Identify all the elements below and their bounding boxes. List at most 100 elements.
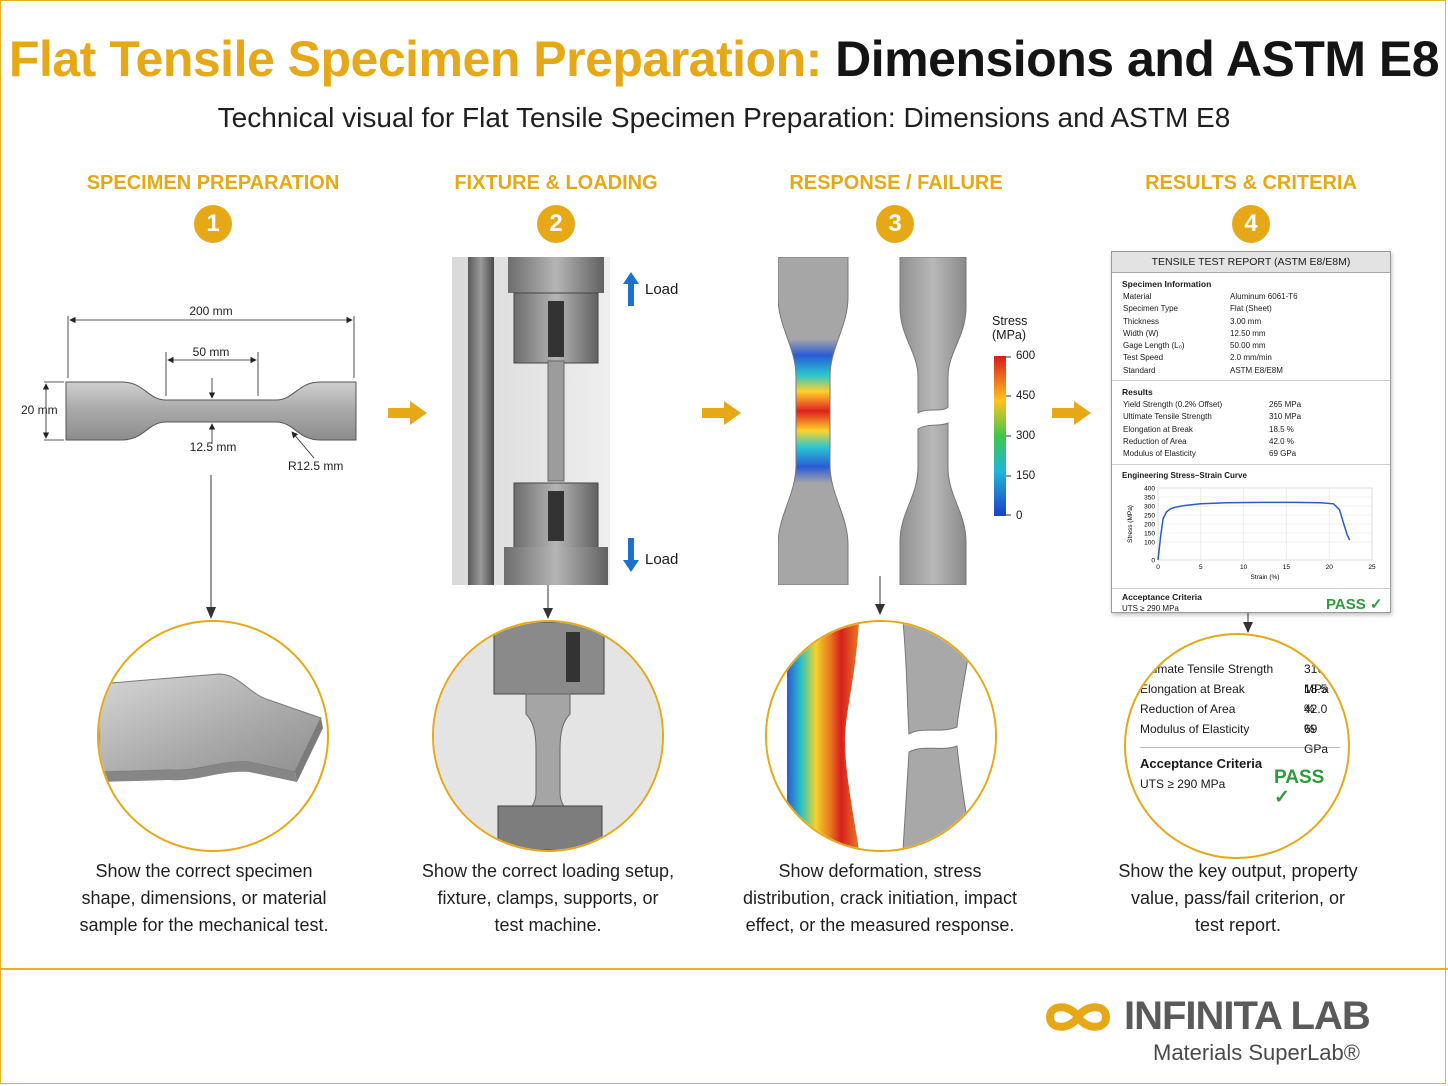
report-spec-section: Specimen Information [1122, 279, 1212, 289]
page-title: Flat Tensile Specimen Preparation: Dimen… [0, 30, 1448, 88]
report-pass-badge: PASS ✓ [1326, 595, 1383, 613]
chart-y-axis-label: Stress (MPa) [1127, 505, 1134, 543]
spec-key: Specimen Type [1123, 304, 1178, 314]
chart-y-tick-label: 0 [1151, 557, 1155, 564]
chart-y-tick-label: 250 [1144, 512, 1155, 519]
chart-series-line [1157, 501, 1351, 560]
page-subtitle: Technical visual for Flat Tensile Specim… [217, 102, 1231, 133]
dim-fillet-radius: R12.5 mm [288, 459, 343, 473]
caption-line: sample for the mechanical test. [79, 915, 329, 935]
result-value: 42.0 % [1269, 436, 1294, 446]
result-value: 18.5 % [1269, 424, 1294, 434]
spec-value: 3.00 mm [1230, 316, 1262, 326]
step-4-badge: 4 [1232, 205, 1270, 243]
footer-divider [0, 968, 1448, 970]
caption-line: value, pass/fail criterion, or [1130, 888, 1346, 908]
chart-x-axis-label: Strain (%) [1251, 574, 1280, 581]
spec-value: Flat (Sheet) [1230, 304, 1272, 314]
chart-y-tick-label: 400 [1144, 485, 1155, 492]
stress-tick-600: 600 [1016, 350, 1036, 362]
connector-1 [206, 475, 216, 619]
report-result-row: Reduction of Area 42.0 % [1123, 436, 1390, 448]
step-4-label: RESULTS & CRITERIA [1145, 172, 1357, 194]
chart-y-tick-label: 200 [1144, 521, 1155, 528]
caption-line: distribution, crack initiation, impact [742, 888, 1018, 908]
step-4-caption: Show the key output, property value, pas… [1088, 858, 1388, 939]
caption-line: Show the correct loading setup, [421, 861, 675, 881]
result-key: Yield Strength (0.2% Offset) [1123, 400, 1223, 410]
result-key: Elongation at Break [1123, 424, 1193, 434]
caption-line: fixture, clamps, supports, or [437, 888, 659, 908]
stress-colorbar [994, 356, 1011, 516]
load-down-arrow-icon [623, 538, 639, 572]
report-criteria-row: UTS ≥ 290 MPa PASS ✓ [1122, 596, 1390, 618]
zoom-value: 69 GPa [1304, 722, 1329, 756]
chart-y-tick-label: 300 [1144, 503, 1155, 510]
chart-x-tick-label: 15 [1283, 564, 1291, 571]
step-3-badge: 3 [876, 205, 914, 243]
result-key: Reduction of Area [1123, 436, 1187, 446]
brand-name: INFINITA LAB [1124, 994, 1371, 1038]
spec-key: Gage Length (L₀) [1123, 341, 1185, 351]
report-title: TENSILE TEST REPORT (ASTM E8/E8M) [1112, 252, 1390, 273]
flow-arrow-2 [702, 401, 741, 425]
zoom-value: 18.5 % [1304, 682, 1328, 716]
result-key: Ultimate Tensile Strength [1123, 412, 1212, 422]
connector-3 [875, 576, 885, 615]
zoom-report-row: Elongation at Break 18.5 % [1140, 679, 1340, 716]
result-value: 69 GPa [1269, 449, 1297, 459]
stress-scale-title: Stress (MPa) [992, 314, 1027, 342]
connector-2 [543, 584, 553, 619]
spec-key: Standard [1123, 365, 1156, 375]
zoom-key: Ultimate Tensile Strength [1140, 662, 1274, 676]
chart-x-tick-label: 20 [1326, 564, 1334, 571]
zoom-circle-fixture [432, 620, 664, 852]
step-1-label: SPECIMEN PREPARATION [86, 172, 340, 194]
report-criteria-title: Acceptance Criteria [1122, 591, 1202, 602]
spec-key: Material [1123, 292, 1152, 301]
load-label-top: Load [645, 281, 679, 298]
report-spec-row: Width (W)12.50 mm [1123, 328, 1390, 340]
zoom-circle-response [765, 620, 997, 852]
caption-line: test report. [1194, 915, 1282, 935]
specimen-outline [65, 381, 357, 441]
brand-tagline: Materials SuperLab® [1153, 1040, 1360, 1065]
report-result-row: Yield Strength (0.2% Offset) 265 MPa [1123, 399, 1390, 411]
zoom-value: 42.0 % [1304, 702, 1328, 736]
chart-x-tick-label: 10 [1240, 564, 1248, 571]
zoom-pass-badge: PASS ✓ [1274, 767, 1325, 808]
title-main: Dimensions and ASTM E8 [835, 31, 1440, 87]
zoom-key: Elongation at Break [1140, 682, 1245, 696]
spec-value: 12.50 mm [1230, 328, 1266, 338]
load-label-bottom: Load [645, 551, 679, 568]
result-value: 310 MPa [1269, 412, 1302, 422]
flow-arrow-3 [1052, 401, 1091, 425]
stress-tick-300: 300 [1016, 430, 1036, 442]
dim-overall-length: 200 mm [189, 304, 232, 318]
step-1-caption: Show the correct specimen shape, dimensi… [54, 858, 354, 939]
report-spec-row: Gage Length (L₀) 50.00 mm [1123, 340, 1390, 352]
zoom-criteria-title: Acceptance Criteria [1140, 756, 1263, 771]
spec-value: 50.00 mm [1230, 341, 1266, 351]
zoom-circle-specimen [97, 620, 329, 852]
chart-y-tick-label: 150 [1144, 530, 1155, 537]
infinity-logo-icon [1045, 1003, 1111, 1031]
specimen-drawing: 200 mm 50 mm 20 mm 12.5 mm R12.5 mm [21, 304, 357, 473]
response-image [778, 257, 967, 585]
test-report: TENSILE TEST REPORT (ASTM E8/E8M) Specim… [1111, 251, 1391, 613]
report-spec-row: Specimen Type Flat (Sheet) [1123, 303, 1390, 315]
zoom-criteria-row: UTS ≥ 290 MPa PASS ✓ [1140, 768, 1340, 808]
spec-value: ASTM E8/E8M [1230, 365, 1283, 375]
report-result-row: Elongation at Break 18.5 % [1123, 424, 1390, 436]
caption-line: Show deformation, stress [778, 861, 982, 881]
result-value: 265 MPa [1269, 400, 1302, 410]
